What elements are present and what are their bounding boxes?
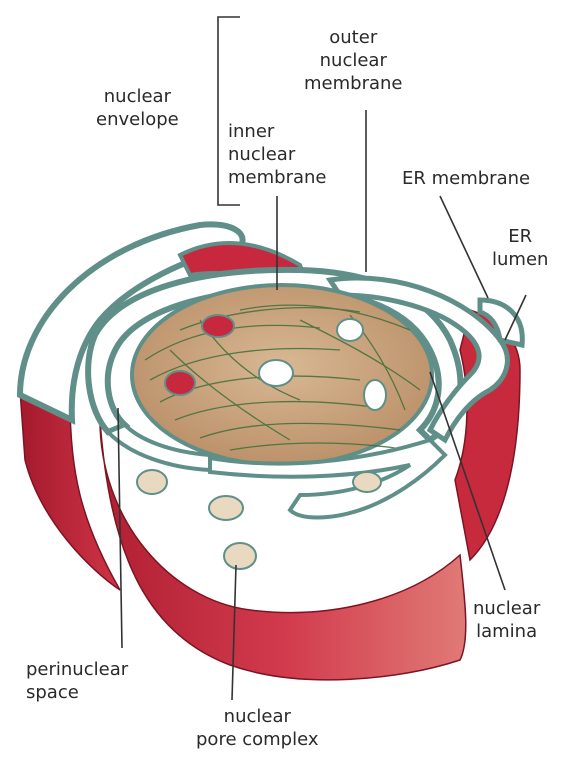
label-inner-nuclear-membrane: inner nuclear membrane (228, 120, 326, 189)
label-line: membrane (304, 72, 402, 95)
pore-hole-wall-2 (209, 496, 243, 520)
label-nuclear-lamina: nuclear lamina (473, 597, 540, 643)
pore-hole-wall-1 (137, 470, 167, 494)
label-er-membrane: ER membrane (402, 167, 530, 190)
label-line: inner (228, 120, 326, 143)
label-line: ER membrane (402, 167, 530, 190)
pore-hole-interior-3 (259, 360, 293, 386)
pore-hole-interior-1 (202, 315, 234, 337)
pore-hole-interior-4 (337, 319, 363, 341)
label-line: nuclear (196, 705, 319, 728)
pore-hole-interior-5 (364, 380, 386, 410)
label-line: envelope (96, 108, 179, 131)
label-nuclear-pore-complex: nuclear pore complex (196, 705, 319, 751)
label-line: perinuclear (26, 658, 128, 681)
label-perinuclear-space: perinuclear space (26, 658, 128, 704)
label-er-lumen: ER lumen (492, 225, 548, 271)
label-line: nuclear (473, 597, 540, 620)
label-line: ER (492, 225, 548, 248)
label-outer-nuclear-membrane: outer nuclear membrane (304, 26, 402, 95)
label-line: lumen (492, 248, 548, 271)
label-line: lamina (473, 620, 540, 643)
pore-hole-interior-2 (165, 371, 195, 395)
label-line: pore complex (196, 728, 319, 751)
pore-hole-wall-4 (353, 472, 381, 492)
label-line: outer (304, 26, 402, 49)
label-line: nuclear (228, 143, 326, 166)
leader-er-membrane (440, 196, 488, 298)
label-line: membrane (228, 166, 326, 189)
label-line: nuclear (304, 49, 402, 72)
pore-hole-wall-3 (224, 543, 256, 569)
label-nuclear-envelope: nuclear envelope (96, 85, 179, 131)
label-line: space (26, 681, 128, 704)
label-line: nuclear (96, 85, 179, 108)
